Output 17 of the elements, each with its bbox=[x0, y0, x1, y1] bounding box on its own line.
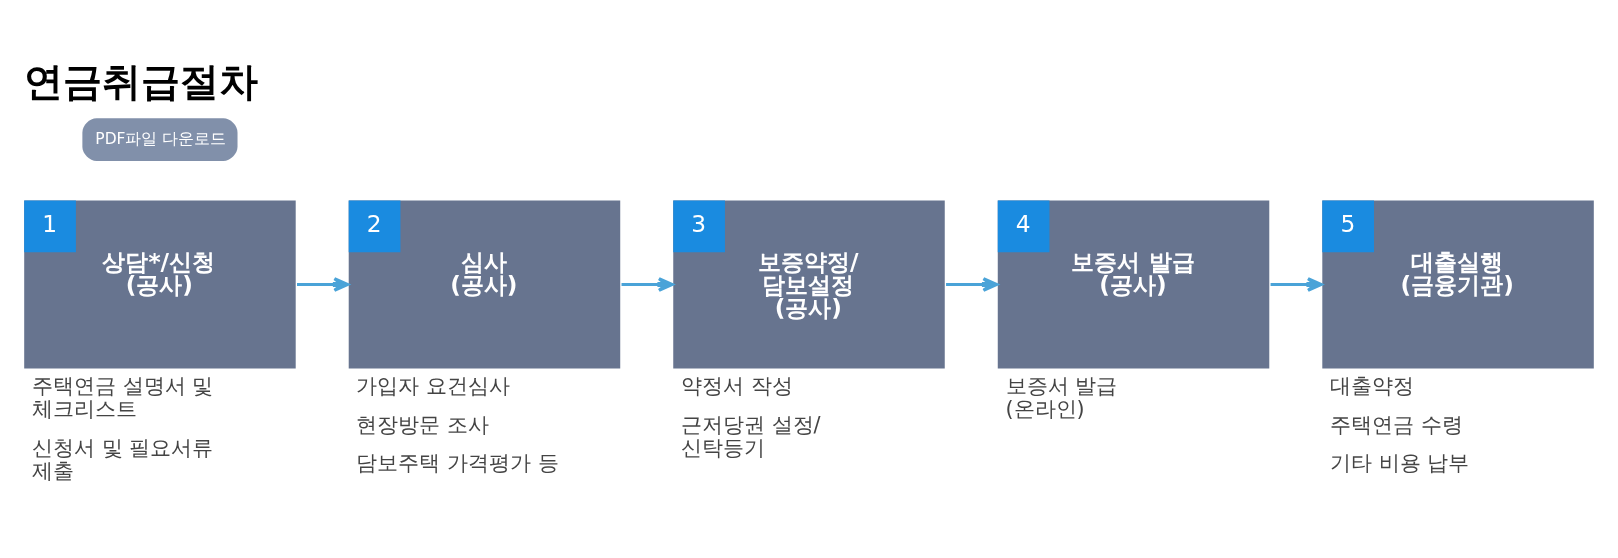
node-label: 현장방문 조사 bbox=[356, 412, 490, 437]
arrow bbox=[946, 277, 999, 292]
diagram-title: 연금취급절차 bbox=[24, 59, 259, 105]
node-label: 신청서 및 필요서류 제출 bbox=[31, 435, 214, 484]
node-label: 약정서 작성 bbox=[681, 373, 793, 398]
node-label: 주택연금 설명서 및 체크리스트 bbox=[31, 373, 214, 422]
arrow bbox=[297, 277, 350, 292]
arrow bbox=[1270, 277, 1323, 292]
node-label: 주택연금 수령 bbox=[1330, 412, 1463, 437]
node-label: 대출약정 bbox=[1330, 373, 1415, 398]
node-label: 담보주택 가격평가 등 bbox=[356, 451, 559, 476]
node-label: 보증서 발급 (온라인) bbox=[1005, 373, 1118, 422]
node-label: 근저당권 설정/ 신탁등기 bbox=[681, 412, 821, 460]
label: PDF파일 다운로드 bbox=[95, 130, 227, 149]
arrow bbox=[621, 277, 674, 292]
node-label: 가입자 요건심사 bbox=[356, 373, 511, 398]
node-label: 기타 비용 납부 bbox=[1330, 451, 1470, 476]
